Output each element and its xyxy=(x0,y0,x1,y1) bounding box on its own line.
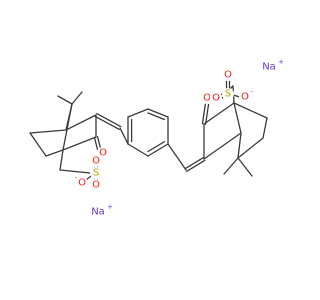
l-exocyclic-double-bond-b xyxy=(96,112,122,128)
l-bond-c1-ch2 xyxy=(59,149,64,171)
r-ring-bond-c4-c3 xyxy=(203,132,242,160)
l-ketone-oxygen-label: O xyxy=(99,148,107,159)
r-sulfonyl-oxygen-left-label-bg xyxy=(210,92,222,104)
l-oxygen-negative-charge: - xyxy=(75,174,78,182)
r-sulfonate-oxygen-label: O xyxy=(241,92,249,103)
r-ring-bond-c1-c5 xyxy=(233,102,268,119)
r-sodium-label: Na xyxy=(262,62,276,73)
benzene-bond-4 xyxy=(127,143,149,157)
r-sulfonyl-oxygen-top-label: O xyxy=(224,70,232,81)
l-sulfonyl-oxygen-upper-label: O xyxy=(92,156,100,167)
benzene-bond-3 xyxy=(147,143,169,157)
l-sodium-label-bg xyxy=(90,204,106,220)
l-sulfur-label: S xyxy=(93,168,99,179)
benzene-bond-1 xyxy=(147,108,169,118)
r-sulfonyl-oxygen-left-label: O xyxy=(212,93,220,104)
r-bond-s-o-minus xyxy=(232,94,241,98)
r-exocyclic-double-bond-a xyxy=(186,159,206,173)
l-exocyclic-double-bond-a xyxy=(94,115,120,131)
r-sulfur-label: S xyxy=(225,89,231,100)
r-sulfonate-oxygen-label-bg xyxy=(239,91,251,103)
l-ring-bond-c6-c1 xyxy=(45,149,64,157)
r-ring-bond-c2-c1 xyxy=(203,102,235,125)
r-methyl-bond-2 xyxy=(237,157,253,177)
benzene-inner-bond-1 xyxy=(147,112,166,121)
l-sulfonyl-oxygen-lower-label: O xyxy=(92,180,100,191)
benzene-bond-6 xyxy=(127,108,149,118)
l-ring-bond-c2-c1 xyxy=(62,136,97,151)
l-sulfur-label-bg xyxy=(90,167,102,179)
r-bridge-bond-c4-c7 xyxy=(237,132,242,159)
r-sodium-label-bg xyxy=(261,59,277,75)
l-bond-ch2-s xyxy=(59,169,91,174)
l-sulfonate-oxygen-label: O xyxy=(78,178,86,189)
bonds-layer xyxy=(29,80,268,186)
r-oxygen-negative-charge: - xyxy=(251,88,254,96)
r-exocyclic-double-bond-b xyxy=(184,156,204,170)
r-sodium-positive-charge: + xyxy=(278,58,284,66)
l-ketone-double-bond-a xyxy=(93,136,99,151)
l-sodium-positive-charge: + xyxy=(107,203,113,211)
r-bond-benzene-vinyl xyxy=(167,143,187,171)
l-methyl-bond-2 xyxy=(71,91,83,105)
benzene-inner-bond-2 xyxy=(147,141,166,153)
r-sulfur-label-bg xyxy=(222,88,234,100)
r-sulfonyl-oxygen-top-label-bg xyxy=(222,69,234,81)
r-methyl-bond-1 xyxy=(223,157,239,175)
l-ring-bond-c5-c6 xyxy=(29,132,47,157)
r-ketone-oxygen-label-bg xyxy=(201,92,213,104)
r-ring-bond-c5-c6 xyxy=(262,117,268,139)
l-ketone-double-bond-b xyxy=(96,135,102,150)
r-ketone-double-bond-a xyxy=(204,103,210,125)
l-sulfonyl-oxygen-lower-label-bg xyxy=(90,179,102,191)
l-ring-bond-c4-c3 xyxy=(65,114,97,131)
r-ring-bond-c6-c7 xyxy=(237,137,264,159)
l-methyl-bond-1 xyxy=(57,95,73,105)
r-ketone-oxygen-label: O xyxy=(203,93,211,104)
l-bond-vinyl-benzene xyxy=(119,127,129,145)
l-ketone-oxygen-label-bg xyxy=(97,147,109,159)
l-ring-bond-c4-c5 xyxy=(29,129,67,134)
r-ketone-double-bond-b xyxy=(201,103,207,125)
l-bond-s-o-minus xyxy=(85,175,92,181)
l-sodium-label: Na xyxy=(91,207,105,218)
r-ring-bond-c1-c4 xyxy=(233,102,242,134)
l-sulfonyl-oxygen-upper-label-bg xyxy=(90,155,102,167)
l-sulfonate-oxygen-label-bg xyxy=(76,177,88,189)
l-bridge-bond-c7-c1 xyxy=(62,103,73,151)
